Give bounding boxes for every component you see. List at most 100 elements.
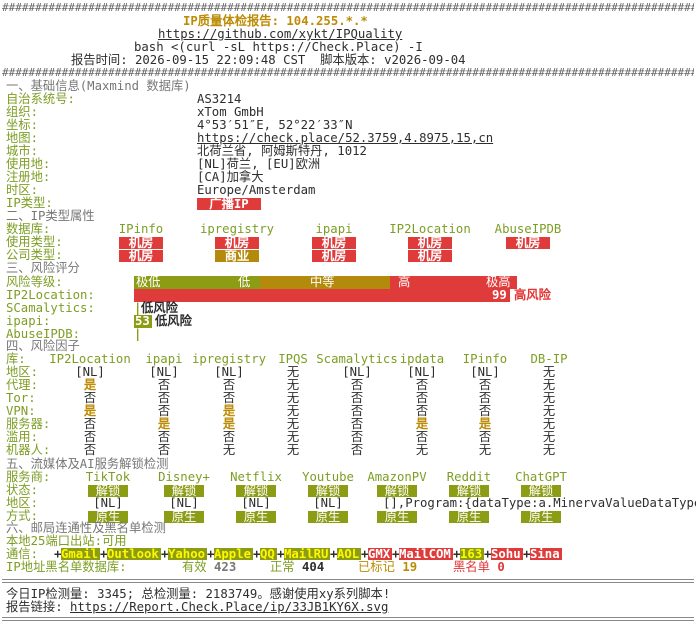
factor-label: 代理: (6, 378, 38, 392)
mail-separator: + (54, 547, 62, 561)
stream-method-label: 方式: (6, 509, 38, 523)
factor-label: 滥用: (6, 430, 38, 444)
mail-conn-label: 通信: (6, 547, 38, 561)
hash-separator-top: ########################################… (2, 3, 694, 12)
stream-status-badge: 解锁 (164, 485, 204, 497)
mail-provider-chip: Sohu (491, 548, 523, 560)
mail-separator: + (523, 547, 531, 561)
factor-value: [NL] (214, 365, 244, 379)
risk-scale-label: 低 (238, 275, 251, 289)
stream-region-value: [NL] (241, 496, 271, 510)
risk-scale-label: 高 (398, 275, 411, 289)
risk-scale-high: 高 极高 (390, 276, 517, 289)
report-link[interactable]: https://Report.Check.Place/ip/33JB1KY6X.… (70, 600, 389, 614)
factor-value: 否 (222, 391, 236, 405)
risk-scale-mid: 中等 (260, 276, 390, 289)
factor-value: 否 (415, 404, 429, 418)
risk-source-label: IP2Location: (6, 288, 95, 302)
iptype-use-badge: 机房 (119, 237, 163, 249)
factor-label: Tor: (6, 391, 36, 405)
factor-value: 否 (415, 378, 429, 392)
stream-service-name: ChatGPT (515, 470, 567, 484)
iptype-db-name: IP2Location (389, 222, 471, 236)
factor-value: 否 (350, 430, 364, 444)
mail-separator: + (277, 547, 285, 561)
ip-type-label: IP类型: (6, 196, 53, 210)
double-separator-bottom (2, 617, 694, 621)
factor-source-name: IPQS (278, 352, 308, 366)
install-command: bash <(curl -sL https://Check.Place) -I (134, 40, 423, 54)
blacklist-marked: 已标记 19 (358, 560, 418, 574)
basic-label: 注册地: (6, 170, 51, 184)
factor-value: 无 (542, 365, 556, 379)
mail-provider-chip: AOL (337, 547, 361, 561)
stream-status-badge: 解锁 (449, 485, 489, 497)
factor-value: 否 (157, 404, 171, 418)
factor-value: 否 (83, 430, 97, 444)
factor-value: 无 (286, 404, 300, 418)
blacklist-valid: 有效 423 (182, 560, 237, 574)
mail-provider-chip: Sina (530, 548, 562, 560)
stream-method-badge: 原生 (164, 511, 204, 523)
factor-value: 无 (286, 391, 300, 405)
section-risk-heading: 三、风险评分 (6, 261, 80, 275)
iptype-db-name: IPinfo (118, 222, 164, 236)
factor-value: 否 (157, 378, 171, 392)
factor-value: 是 (222, 417, 236, 431)
stream-method-badge: 原生 (449, 511, 489, 523)
mail-separator: + (453, 547, 461, 561)
iptype-comp-badge: 机房 (312, 250, 356, 262)
basic-value: 4°53′51″E, 52°22′33″N (197, 118, 353, 132)
risk-source-label: SCamalytics: (6, 301, 95, 315)
factor-value: 否 (157, 430, 171, 444)
basic-label: 组织: (6, 105, 38, 119)
basic-value: Europe/Amsterdam (197, 183, 316, 197)
basic-label: 地图: (6, 131, 38, 145)
factor-value: 否 (222, 378, 236, 392)
factor-value: 无 (542, 417, 556, 431)
iptype-comp-label: 公司类型: (6, 248, 63, 262)
mail-separator: + (100, 547, 108, 561)
factor-value: 否 (83, 417, 97, 431)
risk-scale-label: 极高 (486, 275, 511, 289)
iptype-db-name: ipapi (315, 222, 353, 236)
iptype-use-badge: 机房 (215, 237, 259, 249)
risk-source-label: AbuseIPDB: (6, 327, 81, 341)
basic-label: 时区: (6, 183, 38, 197)
ip-type-badge: 广播IP (197, 198, 261, 210)
github-link[interactable]: https://github.com/xykt/IPQuality (158, 27, 403, 41)
iptype-comp-badge: 机房 (408, 250, 452, 262)
stream-status-badge: 解锁 (236, 485, 276, 497)
factor-value: 无 (286, 430, 300, 444)
factor-value: 否 (478, 404, 492, 418)
mail-separator: + (161, 547, 169, 561)
factor-source-name: IPinfo (462, 352, 508, 366)
factor-value: [NL] (342, 365, 372, 379)
stream-service-name: Disney+ (158, 470, 210, 484)
map-link[interactable]: https://check.place/52.3759,4.8975,15,cn (197, 131, 494, 145)
iptype-use-badge: 机房 (506, 237, 550, 249)
factor-value: 否 (415, 430, 429, 444)
factor-value: 否 (83, 443, 97, 457)
factors-lib-label: 库: (6, 352, 26, 366)
stream-region-value: [NL] (169, 496, 199, 510)
factor-value: 否 (478, 378, 492, 392)
stream-region-value: [],Program:{dataType:a.MinervaValueDataT… (383, 496, 696, 510)
iptype-db-label: 数据库: (6, 222, 51, 236)
risk-scale-low: 极低低 (134, 276, 260, 289)
mail-separator: + (253, 547, 261, 561)
double-separator (2, 579, 694, 583)
risk-score-text: 低风险 (155, 314, 192, 328)
factor-value: 无 (415, 443, 429, 457)
factor-value: 无 (286, 417, 300, 431)
hash-separator-header: ########################################… (2, 68, 694, 77)
risk-score-text: 高风险 (514, 288, 551, 302)
risk-source-label: ipapi: (6, 314, 51, 328)
factor-label: 服务器: (6, 417, 51, 431)
section-factors-heading: 四、风险因子 (6, 339, 80, 353)
factor-value: 无 (542, 430, 556, 444)
stream-method-badge: 原生 (377, 511, 417, 523)
risk-level-label: 风险等级: (6, 275, 63, 289)
stream-method-badge: 原生 (308, 511, 348, 523)
